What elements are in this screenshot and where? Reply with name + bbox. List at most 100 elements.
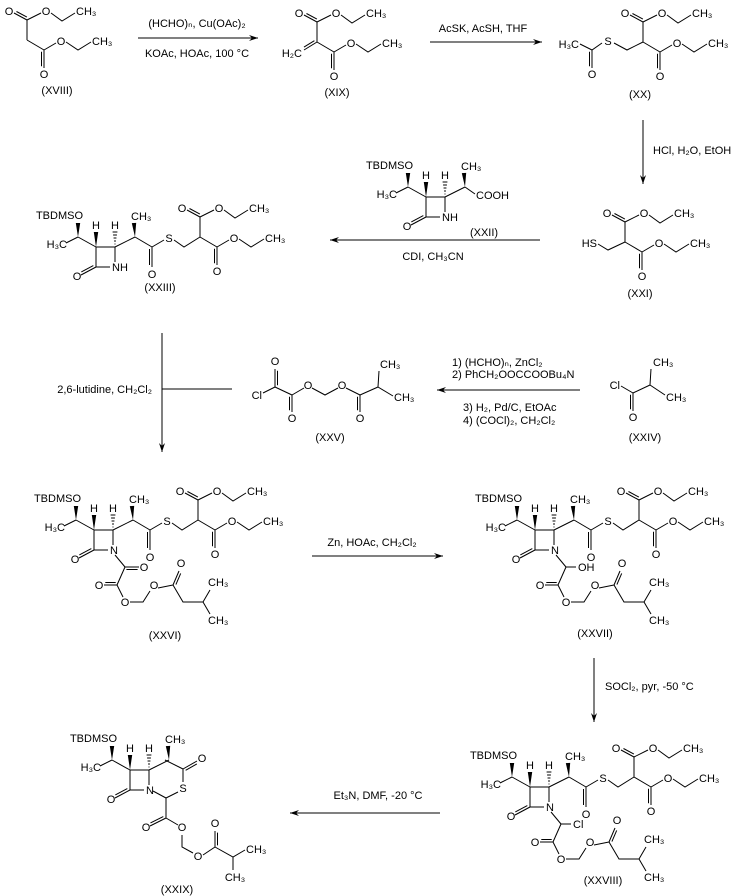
bond [519,549,536,559]
bond [81,265,94,273]
atom-label: O [194,851,203,863]
atom-label: O [230,233,239,245]
atom-label: O [95,580,104,592]
bond [187,491,199,498]
atom-label: CH₃ [247,486,267,498]
bond [115,788,128,796]
atom-label: O [656,71,665,83]
bond [624,241,643,253]
bond [632,13,644,20]
reagent-step7: Zn, HOAc, CH₂Cl₂ [327,537,416,549]
atom-label: O [603,208,612,220]
atom-label: O [178,203,187,215]
atom-label: O [654,486,663,498]
bond [585,779,599,788]
atom-label: N [146,785,154,797]
wedge-bond [129,505,135,520]
bond [130,590,151,603]
wedge-bond [165,745,171,760]
bond [377,386,394,397]
compound-label-xxiv: (XXIV) [629,432,661,444]
bond [316,14,332,23]
atom-label: H₃C [481,779,501,791]
atom-label: O [649,743,658,755]
bond [548,776,570,788]
bond [573,519,592,531]
bond [552,841,560,855]
bond [165,791,179,799]
atom-label: CH₃ [704,516,724,528]
bond [681,43,708,53]
atom-label: H₃C [81,762,101,774]
atom-label: O [213,486,222,498]
wedge-bond [570,505,576,520]
atom-label: O [638,271,647,283]
reagent-step4: CDI, CH₃CN [402,251,463,263]
wedge-bond [75,223,81,237]
bond [410,216,427,226]
bond [511,776,531,788]
arrow-step5 [437,387,580,393]
atom-label: O [332,8,341,20]
compound-label-xxvii: (XXVII) [577,628,612,640]
reagent-step5-1: 1) (HCHO)ₙ, ZnCl₂ [452,357,543,369]
atom-label: O [673,38,682,50]
atom-label: H [441,170,449,182]
bond [345,387,361,396]
bond [172,584,211,603]
bond [633,749,649,758]
atom-label: O [288,413,297,425]
atom-label: O [71,554,80,566]
atom-label: CH₃ [225,872,245,884]
compound-label-xxii: (XXII) [470,227,498,239]
compound-label-xxix: (XXIX) [161,884,193,896]
wedge-bond [509,763,515,777]
reagent-step8: SOCl₂, pyr, -50 °C [605,681,694,693]
atom-label: O [536,580,545,592]
reagent-step5-2: 2) PhCH₂OOCCOOBu₄N [452,369,575,381]
atom-label: H [531,503,539,515]
bond [148,759,170,771]
wedge-bond [109,746,115,760]
atom-label: TBDMSO [34,493,82,505]
bond [185,763,198,771]
atom-label: O [613,815,622,827]
bond [613,584,652,603]
wedge-bond [514,506,520,520]
bond [50,12,76,22]
atom-label: N [551,545,559,557]
compound-label-xxi: (XXI) [627,288,652,300]
atom-label: CH₃ [165,734,185,746]
compound-label-xix: (XIX) [324,87,349,99]
atom-label: CH₃ [674,208,694,220]
atom-label: O [146,552,155,564]
wedge-bond [127,755,133,770]
bond [659,44,673,53]
atom-label: O [211,818,220,830]
reagent-step9: Et₃N, DMF, -20 °C [334,790,423,802]
bond [214,522,228,531]
compound-label-xxv: (XXV) [315,432,344,444]
bond [152,790,167,799]
atom-label: O [587,552,596,564]
atom-label: O [562,597,571,609]
atom-label: O [178,822,187,834]
atom-label: H [92,220,100,232]
bond [632,368,652,394]
atom-label: TBDMSO [366,160,414,172]
atom-label: H [126,743,134,755]
bond [624,214,640,223]
bond [629,14,644,23]
wedge-bond [423,182,429,197]
reagent-step3: HCl, H₂O, EtOH [653,145,731,157]
atom-label: H₃C [45,522,65,534]
bond [657,749,683,759]
wedge-bond [91,515,97,530]
atom-label: O [140,562,149,574]
atom-label: CH₃ [129,494,149,506]
bond [579,42,603,51]
bond [666,14,692,24]
reagent-step1-above: (HCHO)ₙ, Cu(OAc)₂ [148,18,245,30]
atom-label: H₃C [377,189,397,201]
atom-label: CH₃ [666,392,686,404]
